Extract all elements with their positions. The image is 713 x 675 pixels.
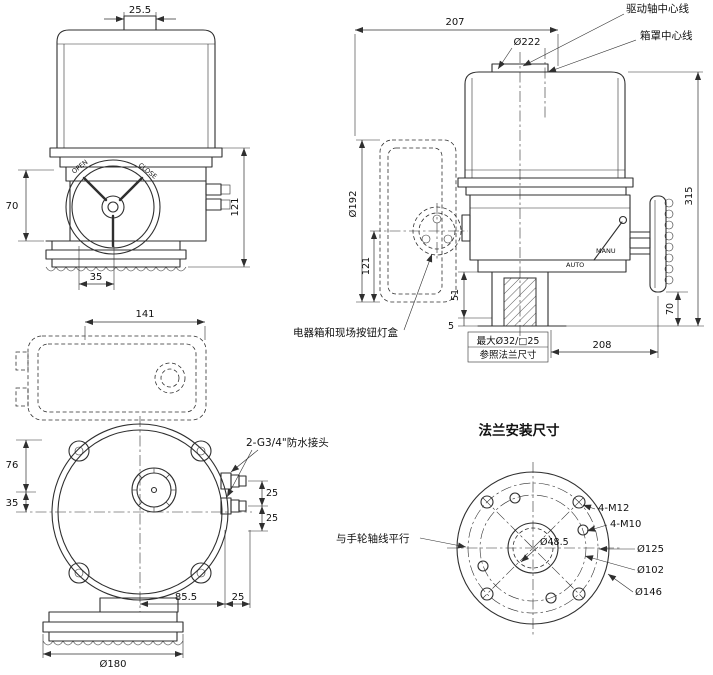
- electric-box-dashed: [370, 139, 468, 303]
- close-label: CLOSE: [137, 161, 159, 180]
- dim-207: 207: [445, 17, 464, 28]
- gland-note-label: 2-G3/4"防水接头: [246, 436, 329, 449]
- top-dim-glands: 25 25: [248, 480, 278, 532]
- dim-121-side: 121: [361, 257, 372, 275]
- top-stub: [123, 15, 157, 31]
- max-bore-note: 最大Ø32/□25: [477, 335, 540, 347]
- side-handwheel: [629, 195, 674, 293]
- dim-70: 70: [6, 201, 19, 212]
- front-terminal-connectors: [205, 183, 231, 211]
- side-view: 207 Ø222 驱动轴中心线 箱罩中心线: [293, 2, 704, 363]
- side-dim-cover: Ø222: [497, 36, 541, 70]
- dim-180: Ø180: [100, 658, 127, 670]
- dim-208: 208: [592, 340, 611, 351]
- dim-35: 35: [90, 272, 103, 283]
- side-motor-cover: [457, 63, 634, 196]
- electric-box-label: 电器箱和现场按钮灯盒: [293, 326, 398, 339]
- dim-48-5: Ø48.5: [540, 537, 569, 548]
- position-indicator: [131, 467, 177, 513]
- dim-25-5: 25.5: [129, 5, 151, 16]
- dim-76: 76: [6, 460, 19, 471]
- side-body: [461, 194, 631, 273]
- dim-141: 141: [135, 309, 154, 320]
- flange-callouts: 4-M12 4-M10 Ø125 Ø102 Ø146 Ø48.5 与手轮轴线平行: [336, 503, 664, 598]
- flange-circles: [447, 462, 621, 636]
- side-dim-wheel-base: 70: [665, 291, 688, 326]
- front-dim-bottom: 35: [78, 246, 115, 290]
- cable-glands: [220, 472, 247, 515]
- dim-4-m10: 4-M10: [610, 519, 641, 530]
- dim-121: 121: [230, 197, 241, 216]
- front-motor-housing: [49, 29, 223, 168]
- dim-85-5: 85.5: [175, 592, 197, 603]
- dim-222: Ø222: [514, 36, 541, 48]
- dim-5: 5: [448, 321, 454, 332]
- ref-flange-note: 参照法兰尺寸: [479, 349, 537, 361]
- declutch-lever: MANU AUTO: [566, 215, 628, 269]
- front-handwheel: OPEN CLOSE: [65, 158, 161, 255]
- dim-70-side: 70: [665, 303, 676, 315]
- parallel-note-label: 与手轮轴线平行: [336, 532, 410, 545]
- front-dim-top: 25.5: [104, 5, 176, 31]
- top-dim-box-width: 141: [84, 309, 206, 340]
- front-view: 25.5: [6, 5, 250, 290]
- front-mounting-base: [45, 240, 187, 272]
- dim-35-top: 35: [6, 498, 19, 509]
- flange-bolt-holes: [477, 492, 589, 604]
- dim-102: Ø102: [637, 564, 664, 576]
- top-electric-box-dashed: [15, 335, 207, 421]
- top-base: [42, 597, 184, 646]
- front-gear-body: [65, 166, 207, 242]
- front-dim-right: 121: [188, 147, 250, 268]
- side-dim-wheel: Ø192: [347, 139, 380, 303]
- side-dim-base: 208: [550, 296, 659, 358]
- side-dim-height: 315: [628, 71, 703, 326]
- front-dim-left: 70: [6, 169, 54, 242]
- drive-shaft-centerline-label: 驱动轴中心线: [626, 2, 689, 15]
- top-view: 141: [6, 309, 329, 670]
- dim-146: Ø146: [635, 586, 662, 598]
- housing-flange-upper: [49, 147, 223, 158]
- dim-192: Ø192: [347, 191, 359, 218]
- side-dim-box-depth: 121: [361, 231, 378, 302]
- dim-25-b: 25: [266, 513, 278, 524]
- gland-callout: 2-G3/4"防水接头: [226, 436, 329, 498]
- side-dim-width: 207: [354, 17, 559, 136]
- dim-25-c: 25: [232, 592, 245, 603]
- output-note-box: 最大Ø32/□25 参照法兰尺寸: [467, 331, 549, 363]
- centerline-callouts: 驱动轴中心线 箱罩中心线: [519, 2, 693, 340]
- dim-125: Ø125: [637, 543, 664, 555]
- cover-centerline-label: 箱罩中心线: [640, 29, 693, 42]
- side-dim-output: 51 5: [448, 271, 492, 332]
- top-dim-left: 76 35: [6, 439, 42, 512]
- dim-25-a: 25: [266, 488, 278, 499]
- dim-4-m12: 4-M12: [598, 503, 629, 514]
- manu-label: MANU: [596, 247, 616, 255]
- flange-view: 法兰安装尺寸 4-M12 4-M10: [336, 422, 664, 636]
- output-drive: [477, 271, 704, 327]
- dim-51: 51: [450, 289, 461, 301]
- top-body: [16, 416, 252, 612]
- top-dim-bottom: 85.5 25: [140, 530, 251, 608]
- electric-box-callout: 电器箱和现场按钮灯盒: [293, 253, 433, 339]
- top-dim-base: Ø180: [42, 634, 184, 670]
- auto-label: AUTO: [566, 261, 584, 269]
- flange-title: 法兰安装尺寸: [479, 422, 560, 439]
- dim-315: 315: [684, 186, 695, 205]
